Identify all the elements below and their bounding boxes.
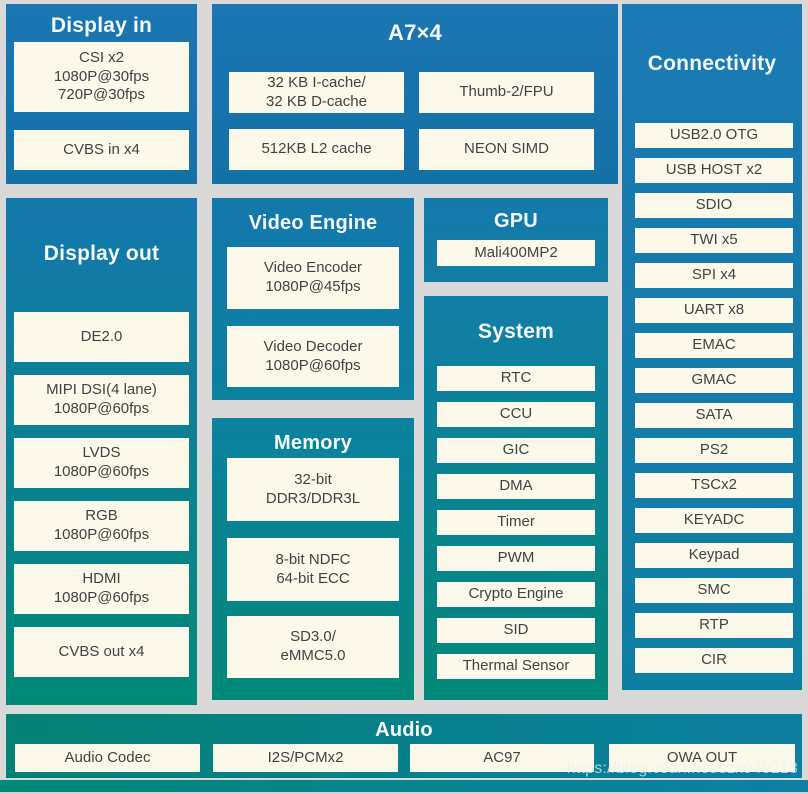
panel-title-video-engine: Video Engine [248, 212, 378, 234]
block-sdio: SDIO [635, 193, 793, 218]
block-timer: Timer [437, 510, 595, 535]
block-audio-codec: Audio Codec [15, 744, 200, 772]
panel-a7-cpu: A7×4 32 KB I-cache/ 32 KB D-cache Thumb-… [212, 4, 618, 184]
panel-display-in: Display in CSI x2 1080P@30fps 720P@30fps… [6, 4, 197, 184]
block-smc: SMC [635, 578, 793, 603]
block-crypto-engine: Crypto Engine [437, 582, 595, 607]
block-rtp: RTP [635, 613, 793, 638]
panel-audio: Audio Audio Codec I2S/PCMx2 AC97 OWA OUT [6, 714, 802, 778]
block-uart: UART x8 [635, 298, 793, 323]
block-mipi-dsi: MIPI DSI(4 lane) 1080P@60fps [14, 375, 189, 425]
block-video-encoder: Video Encoder 1080P@45fps [227, 247, 399, 309]
block-tsc: TSCx2 [635, 473, 793, 498]
panel-connectivity: Connectivity USB2.0 OTG USB HOST x2 SDIO… [622, 4, 802, 690]
panel-title-memory: Memory [274, 432, 352, 454]
block-thumb2-fpu: Thumb-2/FPU [419, 72, 594, 113]
block-cvbs-out: CVBS out x4 [14, 627, 189, 677]
block-sata: SATA [635, 403, 793, 428]
panel-title-display-out: Display out [43, 242, 160, 265]
block-ps2: PS2 [635, 438, 793, 463]
bottom-edge-strip [0, 780, 808, 794]
block-i2s-pcm: I2S/PCMx2 [213, 744, 398, 772]
block-neon-simd: NEON SIMD [419, 129, 594, 170]
block-emac: EMAC [635, 333, 793, 358]
block-sd-emmc: SD3.0/ eMMC5.0 [227, 616, 399, 678]
block-keypad: Keypad [635, 543, 793, 568]
block-ac97: AC97 [410, 744, 594, 772]
panel-title-a7: A7×4 [387, 20, 442, 45]
block-hdmi: HDMI 1080P@60fps [14, 564, 189, 614]
panel-title-gpu: GPU [494, 210, 538, 232]
block-thermal-sensor: Thermal Sensor [437, 654, 595, 679]
block-sid: SID [437, 618, 595, 643]
block-rgb: RGB 1080P@60fps [14, 501, 189, 551]
block-gic: GIC [437, 438, 595, 463]
watermark-url: https://blog.csdn.net/szx940213 [566, 760, 798, 777]
block-ndfc-ecc: 8-bit NDFC 64-bit ECC [227, 538, 399, 601]
block-usb-host: USB HOST x2 [635, 158, 793, 183]
panel-title-audio: Audio [375, 719, 433, 741]
block-ccu: CCU [437, 402, 595, 427]
panel-gpu: GPU Mali400MP2 [424, 198, 608, 282]
block-twi: TWI x5 [635, 228, 793, 253]
block-spi: SPI x4 [635, 263, 793, 288]
panel-memory: Memory 32-bit DDR3/DDR3L 8-bit NDFC 64-b… [212, 418, 414, 700]
block-cir: CIR [635, 648, 793, 673]
block-video-decoder: Video Decoder 1080P@60fps [227, 326, 399, 387]
block-cvbs-in: CVBS in x4 [14, 130, 189, 170]
block-pwm: PWM [437, 546, 595, 571]
block-ddr3: 32-bit DDR3/DDR3L [227, 458, 399, 521]
block-dma: DMA [437, 474, 595, 499]
block-de20: DE2.0 [14, 312, 189, 362]
block-gmac: GMAC [635, 368, 793, 393]
panel-title-display-in: Display in [50, 14, 153, 37]
block-csi: CSI x2 1080P@30fps 720P@30fps [14, 42, 189, 112]
block-usb2-otg: USB2.0 OTG [635, 123, 793, 148]
block-l2-cache: 512KB L2 cache [229, 129, 404, 170]
panel-title-system: System [478, 320, 554, 343]
panel-system: System RTC CCU GIC DMA Timer PWM Crypto … [424, 296, 608, 700]
block-keyadc: KEYADC [635, 508, 793, 533]
panel-title-connectivity: Connectivity [647, 52, 777, 75]
panel-display-out: Display out DE2.0 MIPI DSI(4 lane) 1080P… [6, 198, 197, 705]
block-icache-dcache: 32 KB I-cache/ 32 KB D-cache [229, 72, 404, 113]
block-rtc: RTC [437, 366, 595, 391]
block-mali400mp2: Mali400MP2 [437, 240, 595, 266]
panel-video-engine: Video Engine Video Encoder 1080P@45fps V… [212, 198, 414, 400]
block-lvds: LVDS 1080P@60fps [14, 438, 189, 488]
block-owa-out: OWA OUT [609, 744, 795, 772]
